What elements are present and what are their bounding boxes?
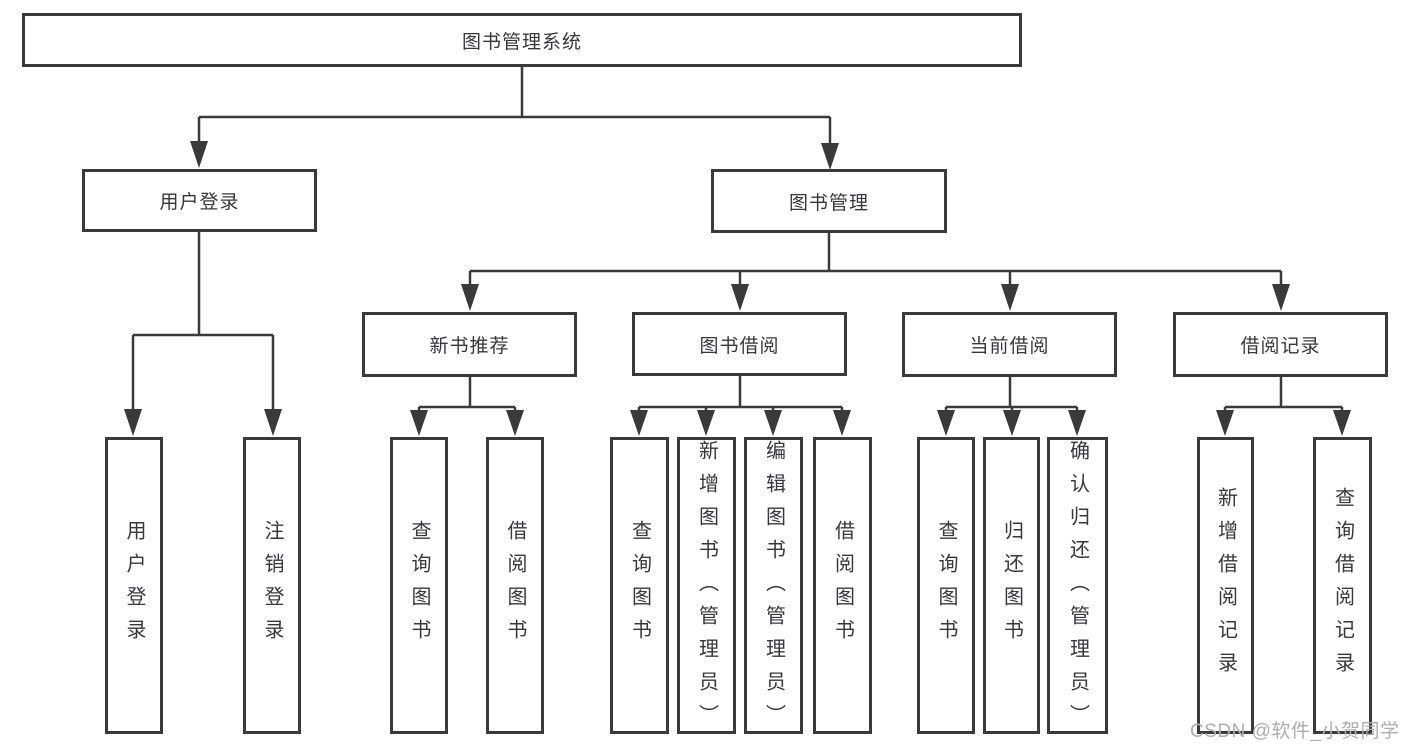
node-current-borrowing: 当前借阅	[902, 312, 1117, 377]
node-new-book-recommend: 新书推荐	[362, 312, 577, 377]
leaf-borrow-books-recommend: 借阅图书	[486, 437, 544, 734]
leaf-query-books-recommend: 查询图书	[390, 437, 448, 734]
node-book-borrowing: 图书借阅	[632, 312, 847, 376]
node-book-management: 图书管理	[711, 169, 947, 233]
node-user-login: 用户登录	[82, 169, 317, 232]
leaf-logout: 注销登录	[243, 437, 301, 734]
leaf-query-books-current: 查询图书	[917, 437, 975, 734]
leaf-query-books-borrowing: 查询图书	[610, 437, 669, 734]
leaf-add-borrow-record: 新增借阅记录	[1197, 437, 1254, 734]
csdn-watermark: CSDN @软件_小贺同学	[1190, 721, 1400, 742]
leaf-add-book-admin: 新增图书（管理员）	[677, 437, 736, 737]
leaf-edit-book-admin: 编辑图书（管理员）	[744, 437, 803, 737]
node-library-system: 图书管理系统	[22, 13, 1022, 67]
leaf-query-borrow-record: 查询借阅记录	[1313, 437, 1372, 734]
leaf-borrow-books: 借阅图书	[813, 437, 872, 734]
node-borrowing-records: 借阅记录	[1173, 312, 1388, 377]
leaf-confirm-return-admin: 确认归还（管理员）	[1047, 437, 1108, 737]
leaf-user-login: 用户登录	[105, 437, 163, 734]
leaf-return-book: 归还图书	[983, 437, 1040, 734]
